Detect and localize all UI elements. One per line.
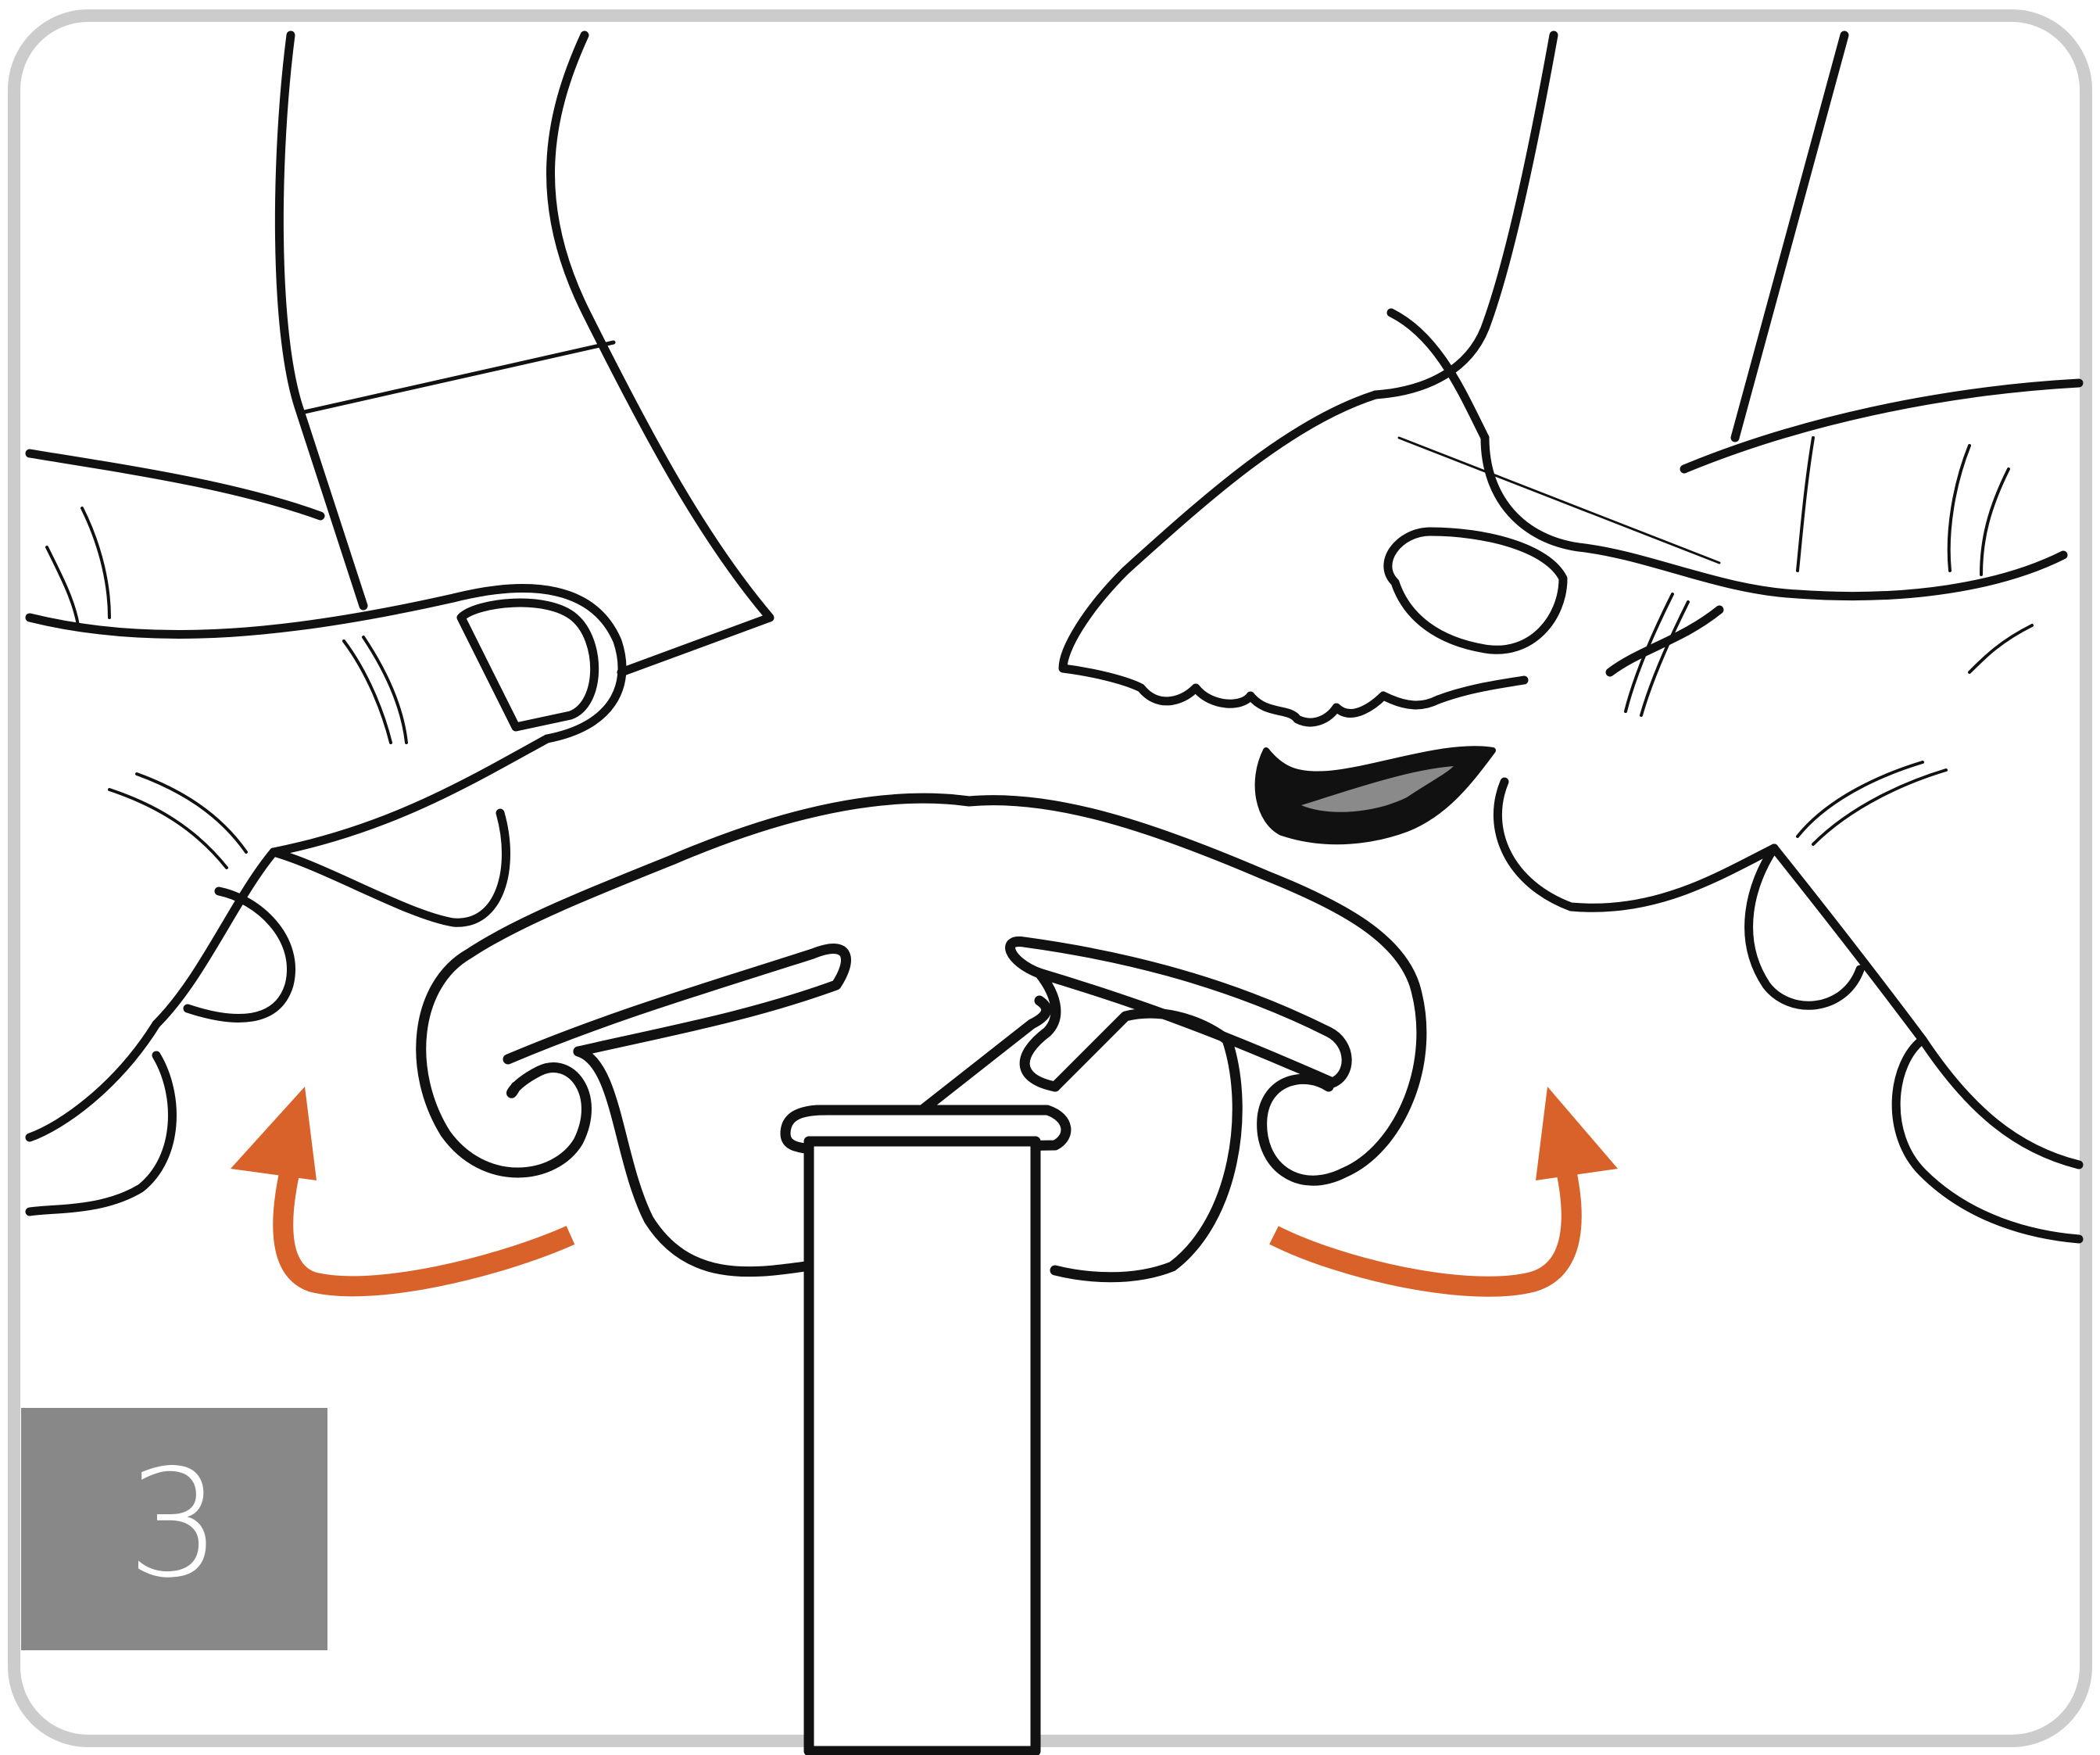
step-number-badge: 3 (21, 1408, 327, 1650)
insertion-rod (785, 1110, 1066, 1751)
step-number: 3 (127, 1450, 222, 1599)
